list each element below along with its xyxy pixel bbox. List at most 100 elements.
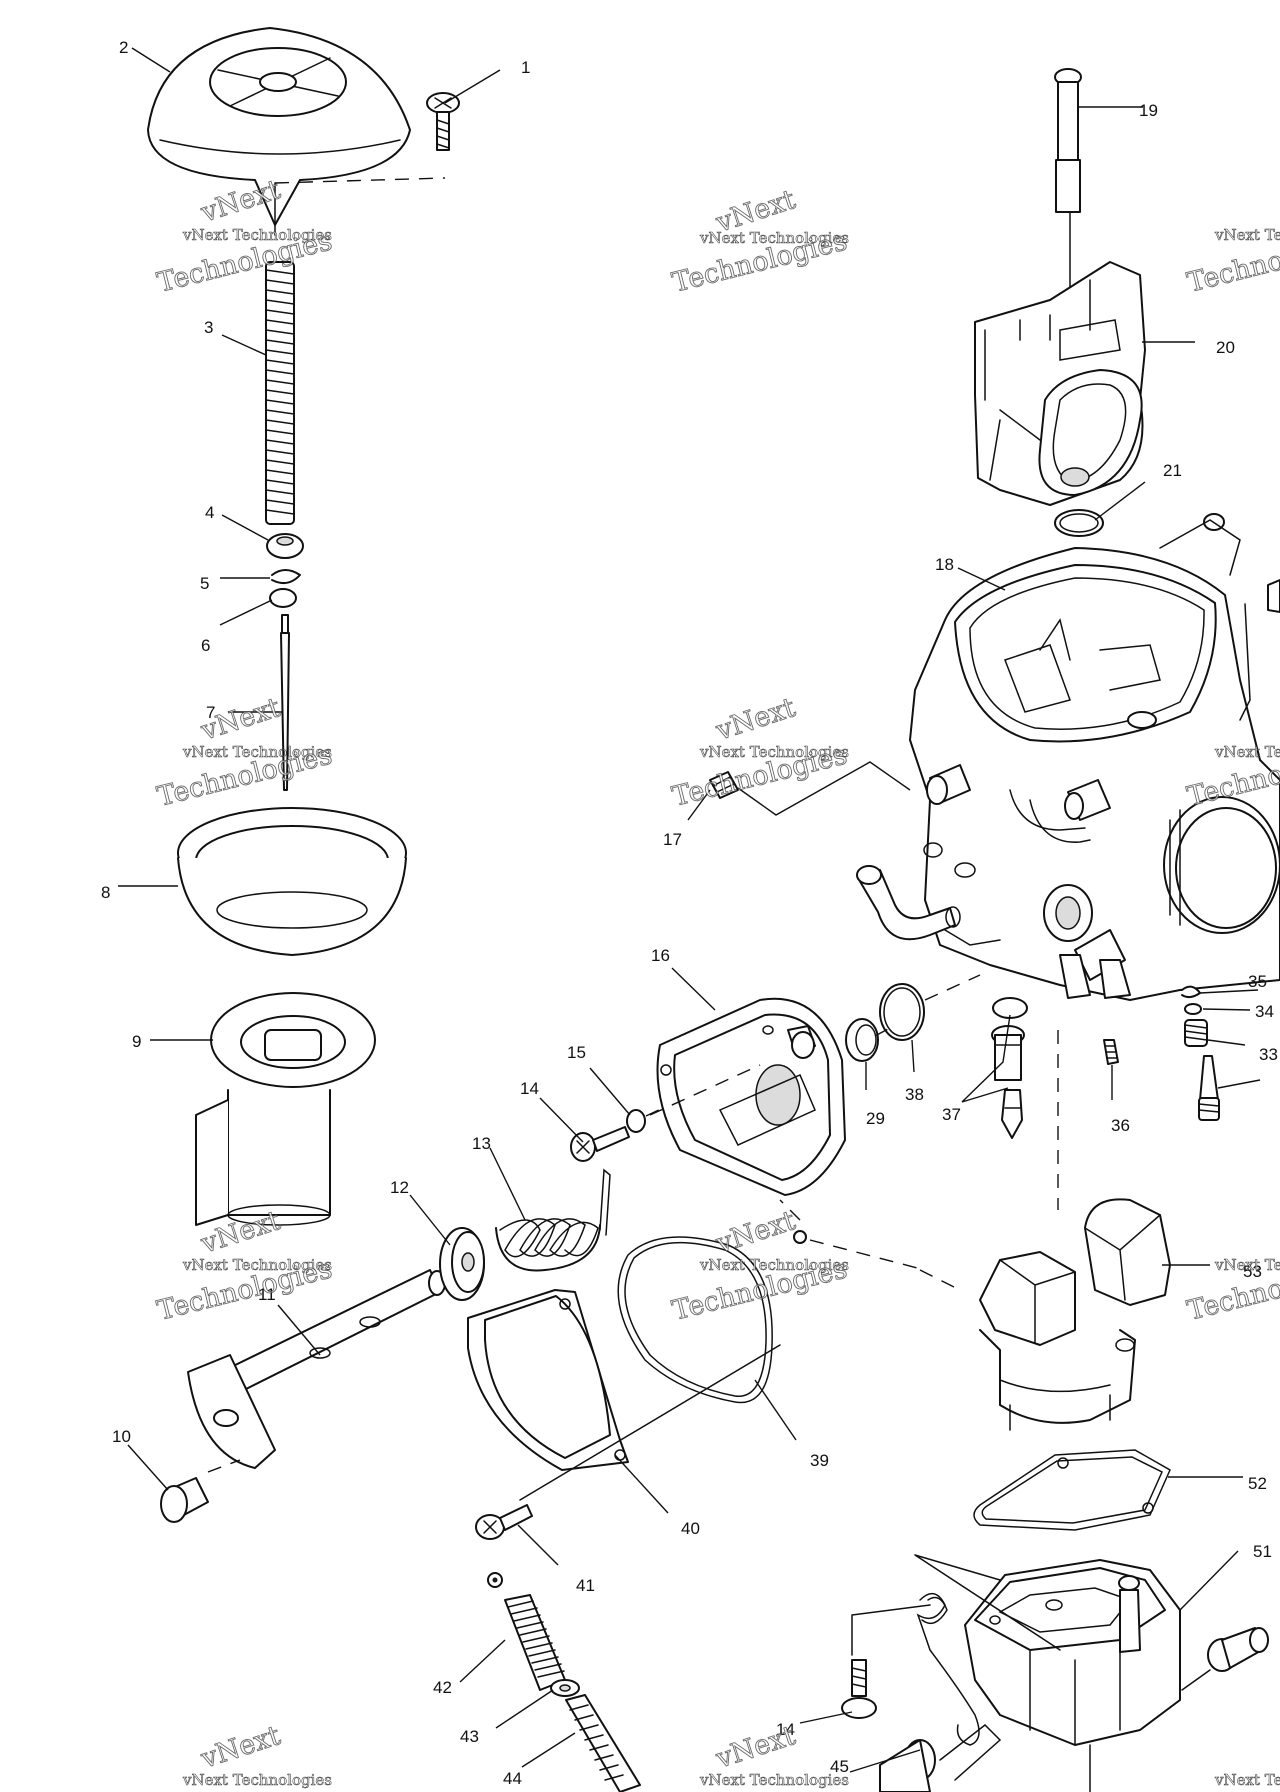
watermark-line1: vNext Technologies (1214, 1771, 1280, 1789)
part-carb-body-18 (856, 513, 1280, 1001)
callout-17: 17 (663, 830, 682, 849)
part-drain-screw (1207, 1627, 1269, 1672)
callout-45: 45 (830, 1757, 849, 1776)
part-spring-42 (487, 1572, 566, 1691)
part-plug-10 (160, 1477, 209, 1523)
callout-34: 34 (1255, 1002, 1274, 1021)
callout-2: 2 (119, 38, 128, 57)
callout-3: 3 (204, 318, 213, 337)
watermark-line1: vNext Technologies (1214, 226, 1280, 244)
callout-7: 7 (206, 703, 215, 722)
part-spring-33 (1184, 1019, 1208, 1047)
watermark-line1: vNext Technologies (699, 1771, 849, 1789)
watermark-brand: vNext (712, 692, 800, 747)
part-slide-9 (195, 992, 376, 1226)
callout-39: 39 (810, 1451, 829, 1470)
callout-52: 52 (1248, 1474, 1267, 1493)
part-needle-valve-37 (991, 997, 1028, 1139)
part-cover-40 (467, 1289, 629, 1471)
watermark-4: vNext vNext Technologies Technologies (154, 692, 336, 814)
watermark-line1: vNext Technologies (182, 226, 332, 244)
part-float-bowl-51 (964, 1559, 1181, 1746)
callout-38: 38 (905, 1085, 924, 1104)
callout-9: 9 (132, 1032, 141, 1051)
callout-37: 37 (942, 1105, 961, 1124)
watermark-11: vNext vNext Technologies (699, 1720, 850, 1790)
part-clip-45 (916, 1592, 980, 1746)
callout-21: 21 (1163, 461, 1182, 480)
part-hose-fitting (879, 1724, 1002, 1792)
part-needle-7 (280, 614, 290, 791)
watermark-brand: vNext (197, 1720, 285, 1775)
part-washer-6 (269, 588, 297, 608)
part-screw-41 (475, 1504, 533, 1540)
callout-labels: 1 2 3 4 5 6 7 8 9 10 11 12 13 14 15 16 1… (101, 38, 1278, 1788)
callout-42: 42 (433, 1678, 452, 1697)
leader-dash-1 (274, 177, 446, 184)
callout-11: 11 (258, 1285, 276, 1304)
watermark-line1: vNext Technologies (1214, 743, 1280, 761)
watermark-line1: vNext Technologies (182, 1256, 332, 1274)
callout-4: 4 (205, 503, 214, 522)
callout-5: 5 (200, 574, 209, 593)
watermark-brand: vNext (197, 692, 285, 747)
part-screw-36 (1103, 1039, 1119, 1065)
part-throttle-shaft-11 (187, 1269, 446, 1469)
part-screw-17 (709, 771, 739, 799)
part-screw-14-upper (570, 1126, 630, 1162)
callout-18: 18 (935, 555, 954, 574)
part-cover-16 (656, 997, 846, 1196)
watermark-line1: vNext Technologies (699, 743, 849, 761)
part-washer-43 (550, 1679, 580, 1697)
part-torsion-spring-13 (495, 1168, 611, 1272)
part-screw-1 (426, 92, 460, 151)
callout-43: 43 (460, 1727, 479, 1746)
part-oring-38 (879, 983, 925, 1041)
part-ball (793, 1230, 807, 1244)
part-seat-4 (266, 533, 304, 559)
callout-20: 20 (1216, 338, 1235, 357)
callout-14a: 14 (520, 1079, 539, 1098)
part-screw-44 (565, 1694, 641, 1792)
part-oring-29 (845, 1018, 879, 1062)
part-clip-5 (271, 569, 301, 585)
callout-6: 6 (201, 636, 210, 655)
callout-12: 12 (390, 1178, 409, 1197)
part-washer-15 (626, 1109, 646, 1133)
callout-44: 44 (503, 1769, 522, 1788)
callout-13: 13 (472, 1134, 491, 1153)
callout-53: 53 (1243, 1262, 1262, 1281)
watermark-brand: vNext (197, 174, 285, 229)
watermark-brand: vNext (712, 1205, 800, 1260)
callout-8: 8 (101, 883, 110, 902)
callout-10: 10 (112, 1427, 131, 1446)
part-plunger-19 (1054, 68, 1082, 291)
callout-14b: 14 (776, 1720, 795, 1739)
part-piston-cup-8 (177, 807, 407, 956)
part-screw-14-lower (841, 1659, 877, 1719)
watermark-10: vNext vNext Technologies (182, 1720, 333, 1790)
watermark-line1: vNext Technologies (699, 229, 849, 247)
callout-19: 19 (1139, 101, 1158, 120)
watermark-line1: vNext Technologies (699, 1256, 849, 1274)
watermark-5: vNext vNext Technologies Technologies (669, 692, 851, 814)
watermark-8: vNext vNext Technologies Technologies (669, 1205, 851, 1328)
watermark-brand: vNext (712, 1720, 800, 1775)
part-washer-12 (439, 1227, 485, 1301)
part-oring-21 (1054, 509, 1104, 537)
watermark-2: vNext vNext Technologies Technologies (669, 184, 851, 300)
part-washer-34 (1184, 1003, 1202, 1015)
part-float-53 (979, 1198, 1171, 1431)
callout-16: 16 (651, 946, 670, 965)
watermark-1: vNext vNext Technologies Technologies (154, 174, 336, 300)
part-gasket-52 (973, 1449, 1171, 1531)
watermark-line1: vNext Technologies (182, 743, 332, 761)
leader-lines (118, 47, 1261, 1773)
watermark-line1: vNext Technologies (1214, 1256, 1280, 1274)
part-top-cap (147, 27, 411, 226)
callout-36: 36 (1111, 1116, 1130, 1135)
callout-40: 40 (681, 1519, 700, 1538)
part-spring-3 (265, 261, 295, 525)
callout-1: 1 (521, 58, 530, 77)
